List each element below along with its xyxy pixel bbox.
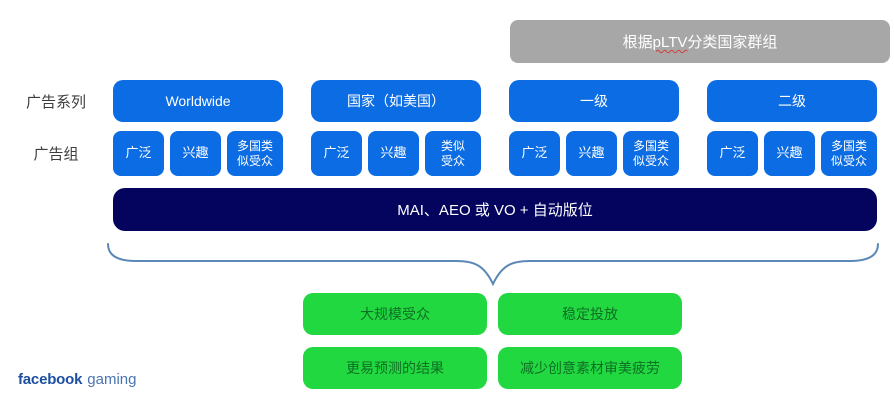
adgroup-box-lookalike: 多国类 似受众 (821, 131, 877, 176)
logo-facebook-text: facebook (18, 371, 83, 388)
adgroup-box-lookalike: 多国类 似受众 (227, 131, 283, 176)
adgroup-box-lookalike: 类似 受众 (425, 131, 481, 176)
adgroup-box-broad: 广泛 (509, 131, 560, 176)
campaign-row-label: 广告系列 (25, 93, 86, 111)
benefit-box-less-creative-fatigue: 减少创意素材审美疲劳 (498, 347, 682, 389)
adgroup-row: 广泛 兴趣 多国类 似受众 (509, 131, 679, 176)
pltv-header-text: 根据pLTV分类国家群组 (623, 31, 778, 52)
adgroup-row-label: 广告组 (33, 146, 79, 163)
benefit-box-predictable-results: 更易预测的结果 (303, 347, 487, 389)
campaign-box: 二级 (707, 80, 877, 122)
optimization-bar: MAI、AEO 或 VO + 自动版位 (113, 188, 877, 231)
campaign-box: Worldwide (113, 80, 283, 122)
adgroup-box-broad: 广泛 (707, 131, 758, 176)
brace-graphic (106, 242, 880, 288)
campaign-box: 国家（如美国） (311, 80, 481, 122)
adgroup-row: 广泛 兴趣 类似 受众 (311, 131, 481, 176)
campaign-box: 一级 (509, 80, 679, 122)
adgroup-row: 广泛 兴趣 多国类 似受众 (113, 131, 283, 176)
logo-gaming-text: gaming (87, 371, 137, 388)
benefit-box-large-audience: 大规模受众 (303, 293, 487, 335)
adgroup-box-interest: 兴趣 (764, 131, 815, 176)
facebook-gaming-logo: facebook gaming (18, 371, 136, 388)
campaign-column-country: 国家（如美国） 广泛 兴趣 类似 受众 (311, 80, 481, 176)
curly-brace-icon (107, 243, 879, 287)
pltv-group-header-box: 根据pLTV分类国家群组 (510, 20, 890, 63)
adgroup-box-interest: 兴趣 (566, 131, 617, 176)
benefit-box-stable-delivery: 稳定投放 (498, 293, 682, 335)
adgroup-box-interest: 兴趣 (368, 131, 419, 176)
campaign-column-worldwide: Worldwide 广泛 兴趣 多国类 似受众 (113, 80, 283, 176)
campaign-column-tier1: 一级 广泛 兴趣 多国类 似受众 (509, 80, 679, 176)
pltv-term: pLTV (652, 34, 688, 51)
adgroup-box-interest: 兴趣 (170, 131, 221, 176)
pltv-header-prefix: 根据 (622, 34, 653, 51)
adgroup-box-lookalike: 多国类 似受众 (623, 131, 679, 176)
campaign-column-tier2: 二级 广泛 兴趣 多国类 似受众 (707, 80, 877, 176)
adgroup-box-broad: 广泛 (311, 131, 362, 176)
pltv-header-suffix: 分类国家群组 (687, 34, 778, 51)
adgroup-row: 广泛 兴趣 多国类 似受众 (707, 131, 877, 176)
adgroup-box-broad: 广泛 (113, 131, 164, 176)
